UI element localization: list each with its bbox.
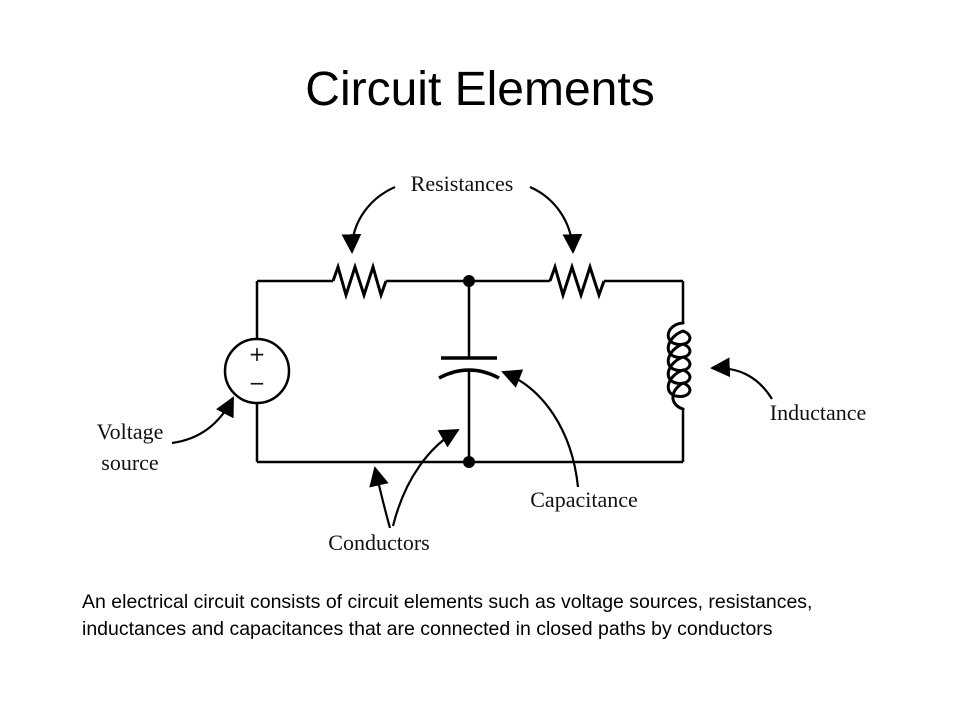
callout-arrows [171, 185, 773, 529]
arrow-resistances-left [341, 185, 396, 254]
minus-sign: − [249, 371, 266, 395]
slide-title: Circuit Elements [305, 63, 655, 116]
arrow-conductors-right [391, 429, 460, 527]
label-resistances: Resistances [411, 171, 514, 196]
plus-sign: + [249, 342, 266, 366]
arrow-inductance [710, 357, 773, 400]
label-conductors: Conductors [328, 530, 429, 555]
label-voltage-source-line1: Voltage [97, 419, 164, 444]
junction-bottom [463, 456, 475, 468]
junction-top [463, 275, 475, 287]
caption-text: An electrical circuit consists of circui… [82, 591, 813, 640]
arrow-voltage-source [171, 396, 234, 445]
inductor-coil [666, 321, 692, 411]
label-inductance: Inductance [770, 400, 867, 425]
resistor-right [548, 262, 606, 301]
voltage-source-symbol: + − [223, 337, 291, 405]
capacitor-symbol [438, 356, 500, 380]
arrow-conductors-left [369, 466, 392, 529]
arrow-resistances-right [529, 185, 583, 254]
label-capacitance: Capacitance [530, 487, 638, 512]
arrow-capacitance [501, 369, 580, 488]
resistor-left [331, 261, 388, 301]
label-voltage-source-line2: source [101, 450, 158, 475]
